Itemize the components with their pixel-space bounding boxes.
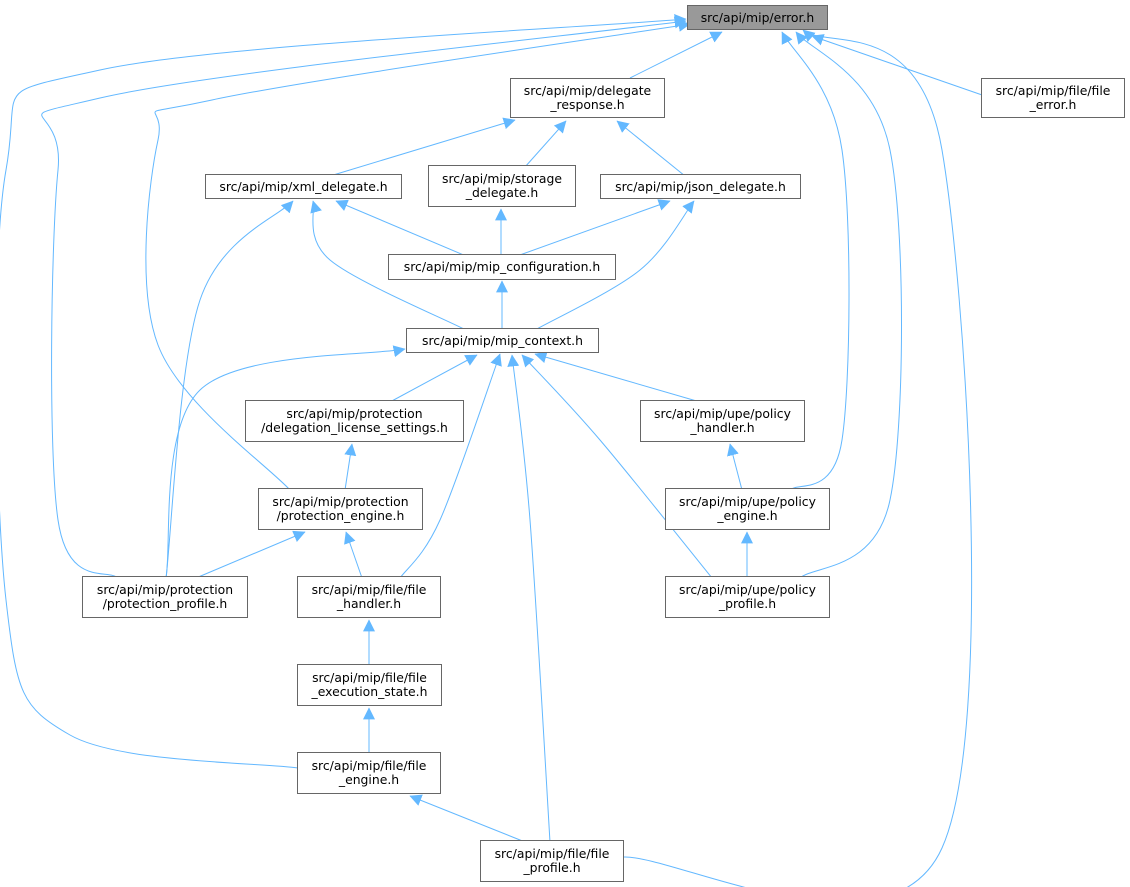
edge-policy-engine-to-policy-handler	[727, 443, 743, 491]
edge-protection-profile-to-xml-delegate	[165, 200, 294, 579]
edge-file-error-to-error	[811, 34, 986, 97]
edge-file-handler-to-protection-engine	[344, 531, 363, 579]
node-policy-engine[interactable]: src/api/mip/upe/policy _engine.h	[665, 488, 830, 530]
node-label: src/api/mip/error.h	[700, 9, 815, 25]
node-protection-engine[interactable]: src/api/mip/protection /protection_engin…	[258, 488, 423, 530]
node-label: src/api/mip/upe/policy _profile.h	[679, 582, 816, 611]
node-label: src/api/mip/protection /protection_profi…	[96, 582, 234, 611]
edge-protection-engine-to-error	[145, 19, 691, 491]
edge-mip-configuration-to-json-delegate	[516, 199, 671, 257]
node-mip-context[interactable]: src/api/mip/mip_context.h	[406, 328, 599, 353]
edge-protection-engine-to-delegation-license	[344, 443, 357, 491]
node-json-delegate[interactable]: src/api/mip/json_delegate.h	[600, 174, 801, 199]
node-mip-configuration[interactable]: src/api/mip/mip_configuration.h	[388, 254, 616, 280]
edge-file-profile-to-file-engine	[409, 794, 526, 843]
node-label: src/api/mip/file/file _engine.h	[311, 758, 427, 787]
node-label: src/api/mip/file/file _execution_state.h	[311, 670, 428, 699]
node-storage-delegate[interactable]: src/api/mip/storage _delegate.h	[428, 165, 576, 207]
edge-protection-profile-to-error	[41, 16, 687, 579]
edge-json-delegate-to-delegate-response	[616, 120, 686, 177]
node-label: src/api/mip/protection /delegation_licen…	[261, 406, 448, 435]
node-file-engine[interactable]: src/api/mip/file/file _engine.h	[297, 752, 441, 794]
edge-policy-engine-to-error	[781, 31, 850, 491]
edge-protection-profile-to-protection-engine	[195, 530, 306, 579]
node-label: src/api/mip/file/file _profile.h	[494, 846, 610, 875]
node-file-execution-state[interactable]: src/api/mip/file/file _execution_state.h	[297, 664, 442, 706]
edge-policy-profile-to-error	[795, 31, 902, 579]
edge-xml-delegate-to-delegate-response	[329, 117, 516, 177]
node-label: src/api/mip/protection /protection_engin…	[272, 494, 409, 523]
node-label: src/api/mip/mip_context.h	[422, 332, 583, 348]
edge-file-handler-to-mip-context	[399, 353, 502, 579]
node-error: src/api/mip/error.h	[687, 5, 828, 30]
node-file-profile[interactable]: src/api/mip/file/file _profile.h	[480, 840, 624, 882]
edge-mip-context-to-xml-delegate	[310, 200, 467, 331]
node-label: src/api/mip/xml_delegate.h	[219, 178, 388, 194]
node-delegate-response[interactable]: src/api/mip/delegate _response.h	[510, 78, 665, 118]
edge-delegate-response-to-error	[629, 31, 723, 79]
edge-file-profile-to-mip-context	[507, 354, 551, 843]
edge-file-profile-to-error	[623, 29, 973, 887]
edge-protection-profile-to-mip-context	[165, 345, 406, 579]
node-label: src/api/mip/storage _delegate.h	[442, 171, 562, 200]
node-delegation-license-settings[interactable]: src/api/mip/protection /delegation_licen…	[245, 400, 464, 442]
edge-mip-configuration-to-xml-delegate	[335, 199, 467, 257]
node-file-handler[interactable]: src/api/mip/file/file _handler.h	[297, 576, 441, 618]
node-label: src/api/mip/upe/policy _handler.h	[654, 406, 791, 435]
node-file-error[interactable]: src/api/mip/file/file _error.h	[981, 78, 1125, 118]
edge-policy-profile-to-mip-context	[521, 354, 713, 579]
edge-delegation-license-to-mip-context	[389, 354, 478, 403]
node-label: src/api/mip/mip_configuration.h	[403, 259, 601, 274]
edge-mip-context-to-json-delegate	[534, 200, 695, 331]
node-protection-profile[interactable]: src/api/mip/protection /protection_profi…	[82, 576, 248, 618]
edge-policy-handler-to-mip-context	[534, 351, 701, 403]
node-label: src/api/mip/file/file _handler.h	[311, 582, 427, 611]
node-xml-delegate[interactable]: src/api/mip/xml_delegate.h	[205, 174, 402, 199]
edge-file-engine-to-error	[0, 14, 687, 769]
node-policy-handler[interactable]: src/api/mip/upe/policy _handler.h	[640, 400, 805, 442]
node-label: src/api/mip/upe/policy _engine.h	[679, 494, 816, 523]
edge-storage-delegate-to-delegate-response	[524, 120, 567, 168]
node-label: src/api/mip/json_delegate.h	[615, 178, 786, 194]
node-label: src/api/mip/delegate _response.h	[523, 83, 652, 112]
node-label: src/api/mip/file/file _error.h	[995, 83, 1111, 112]
node-policy-profile[interactable]: src/api/mip/upe/policy _profile.h	[665, 576, 830, 618]
